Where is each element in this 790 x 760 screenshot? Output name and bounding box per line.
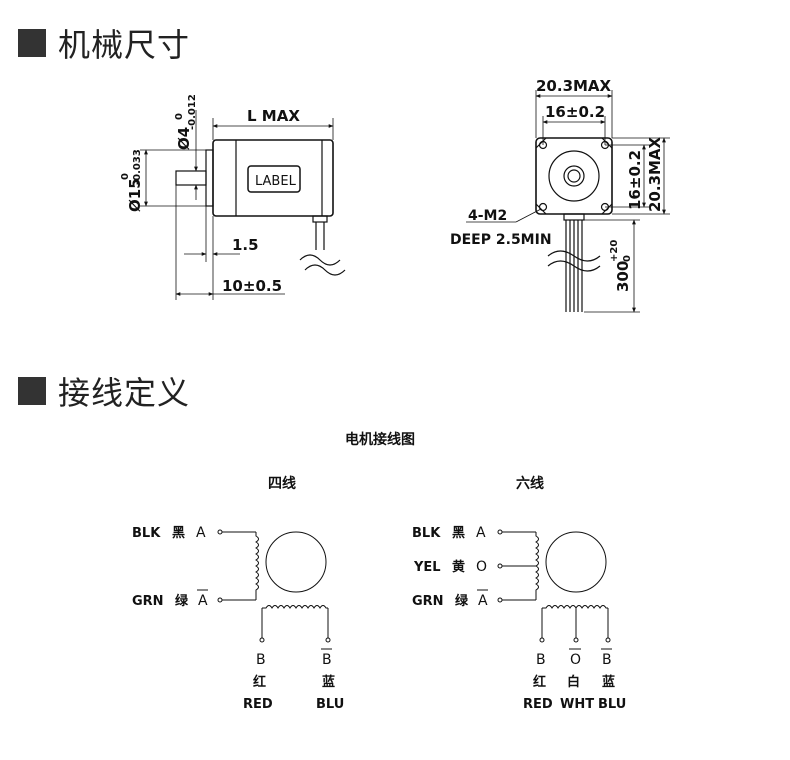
terminal-dot bbox=[497, 597, 503, 603]
section-title-text: 机械尺寸 bbox=[58, 26, 191, 64]
dim-holes: 4-M2 bbox=[468, 208, 507, 224]
title-square-icon bbox=[18, 29, 46, 57]
section-title-text: 接线定义 bbox=[58, 374, 191, 412]
wire-phase: A bbox=[478, 593, 488, 609]
dim-hole-spacing: 16±0.2 bbox=[545, 103, 605, 121]
boss bbox=[205, 149, 214, 207]
dim-boss-dia: Ø15 bbox=[126, 178, 144, 212]
title-square-icon bbox=[18, 377, 46, 405]
break-line bbox=[547, 250, 601, 272]
shaft-circle-inner bbox=[567, 169, 581, 183]
dim-boss-dia-sup: 0 bbox=[120, 173, 131, 180]
dim-shaft-dia: Ø4 bbox=[175, 127, 193, 150]
coil-a bbox=[535, 532, 539, 600]
dim-width-max: 20.3MAX bbox=[536, 77, 612, 95]
wire-phase: A bbox=[196, 525, 206, 541]
motor-circle bbox=[545, 531, 607, 593]
terminal-dot bbox=[217, 529, 223, 535]
terminal-dot bbox=[259, 637, 265, 643]
six-wire-diagram: 六线 BLK 黑 A YEL 黄 O GRN 绿 A bbox=[412, 475, 626, 712]
terminal-dot bbox=[497, 563, 503, 569]
wire-color-cn: 绿 bbox=[455, 593, 469, 609]
six-wire-title: 六线 bbox=[516, 475, 544, 492]
front-view-labels: 20.3MAX 16±0.2 16±0.2 20.3MAX 4-M2 DEEP … bbox=[450, 77, 664, 292]
boss-circle bbox=[548, 150, 600, 202]
front-view bbox=[466, 90, 670, 313]
terminal-dot bbox=[605, 637, 611, 643]
terminal-dot bbox=[325, 637, 331, 643]
wire-color-cn: 蓝 bbox=[322, 674, 335, 690]
wire-color-cn: 黑 bbox=[172, 526, 185, 541]
four-wire-diagram: 四线 BLK 黑 A GRN 绿 A B 红 RED B bbox=[132, 475, 344, 712]
wire-color-cn: 白 bbox=[567, 674, 580, 690]
dim-boss-dia-sub: -0.033 bbox=[132, 149, 143, 185]
wire-color: BLK bbox=[132, 526, 161, 541]
wire-color-cn: 红 bbox=[533, 674, 546, 690]
wire-phase: O bbox=[476, 559, 487, 575]
wire-color-cn: 黑 bbox=[452, 526, 465, 541]
shaft bbox=[175, 170, 207, 186]
terminal-dot bbox=[539, 637, 545, 643]
terminal-dot bbox=[497, 529, 503, 535]
wire-phase: B bbox=[256, 652, 266, 668]
four-wire-title: 四线 bbox=[268, 475, 296, 492]
mount-hole bbox=[538, 202, 548, 212]
dim-boss-len: 1.5 bbox=[232, 236, 259, 254]
wire-color-cn: 黄 bbox=[452, 559, 465, 575]
dim-shaft-len: 10±0.5 bbox=[222, 277, 282, 295]
dim-lead-sup: +20 bbox=[609, 240, 620, 262]
dim-deep: DEEP 2.5MIN bbox=[450, 232, 552, 248]
dim-lead-length: 300 bbox=[614, 261, 632, 292]
wire-color: BLU bbox=[598, 697, 626, 712]
wire-color-cn: 红 bbox=[253, 674, 266, 690]
section-title-wiring: 接线定义 bbox=[18, 368, 190, 414]
wire-color-cn: 绿 bbox=[175, 593, 189, 609]
wire-color: BLU bbox=[316, 697, 344, 712]
dim-hole-spacing-v: 16±0.2 bbox=[626, 150, 644, 210]
side-view-labels: L MAX Ø4 0 -0.012 Ø15 0 -0.033 LABEL 1.5… bbox=[120, 94, 300, 295]
wire-phase: A bbox=[198, 593, 208, 609]
wiring-diagram-title: 电机接线图 bbox=[345, 431, 415, 448]
lead-wire bbox=[315, 222, 325, 250]
terminal-dot bbox=[573, 637, 579, 643]
wire-color: BLK bbox=[412, 526, 441, 541]
dim-shaft-dia-sup: 0 bbox=[174, 113, 185, 120]
dim-lead-sub: 0 bbox=[622, 255, 633, 262]
wire-phase: B bbox=[602, 652, 612, 668]
dim-shaft-dia-sub: -0.012 bbox=[187, 94, 198, 130]
wire-phase: B bbox=[322, 652, 332, 668]
dim-l-max: L MAX bbox=[247, 107, 300, 125]
wire-phase: B bbox=[536, 652, 546, 668]
wire-color: RED bbox=[523, 697, 553, 712]
wire-color: YEL bbox=[413, 560, 441, 575]
section-title-dimensions: 机械尺寸 bbox=[18, 20, 190, 66]
wire-color: GRN bbox=[412, 594, 444, 609]
wire-color: GRN bbox=[132, 594, 164, 609]
flange-chamfer bbox=[535, 137, 613, 215]
wire-phase: A bbox=[476, 525, 486, 541]
break-line bbox=[299, 254, 346, 276]
wire-color-cn: 蓝 bbox=[602, 674, 615, 690]
wire-color: WHT bbox=[560, 697, 594, 712]
lead-exit bbox=[563, 213, 585, 221]
motor-label-text: LABEL bbox=[255, 174, 297, 189]
flange-outline bbox=[535, 137, 613, 215]
label-box bbox=[247, 165, 301, 193]
motor-circle bbox=[265, 531, 327, 593]
wire-color: RED bbox=[243, 697, 273, 712]
dim-height-max: 20.3MAX bbox=[646, 136, 664, 212]
coil-a bbox=[255, 532, 259, 600]
coil-b bbox=[542, 605, 608, 609]
lead-exit bbox=[312, 215, 328, 223]
coil-b bbox=[262, 605, 328, 609]
terminal-dot bbox=[217, 597, 223, 603]
wire-phase: O bbox=[570, 652, 581, 668]
side-view bbox=[140, 110, 346, 300]
shaft-circle-outer bbox=[563, 165, 585, 187]
